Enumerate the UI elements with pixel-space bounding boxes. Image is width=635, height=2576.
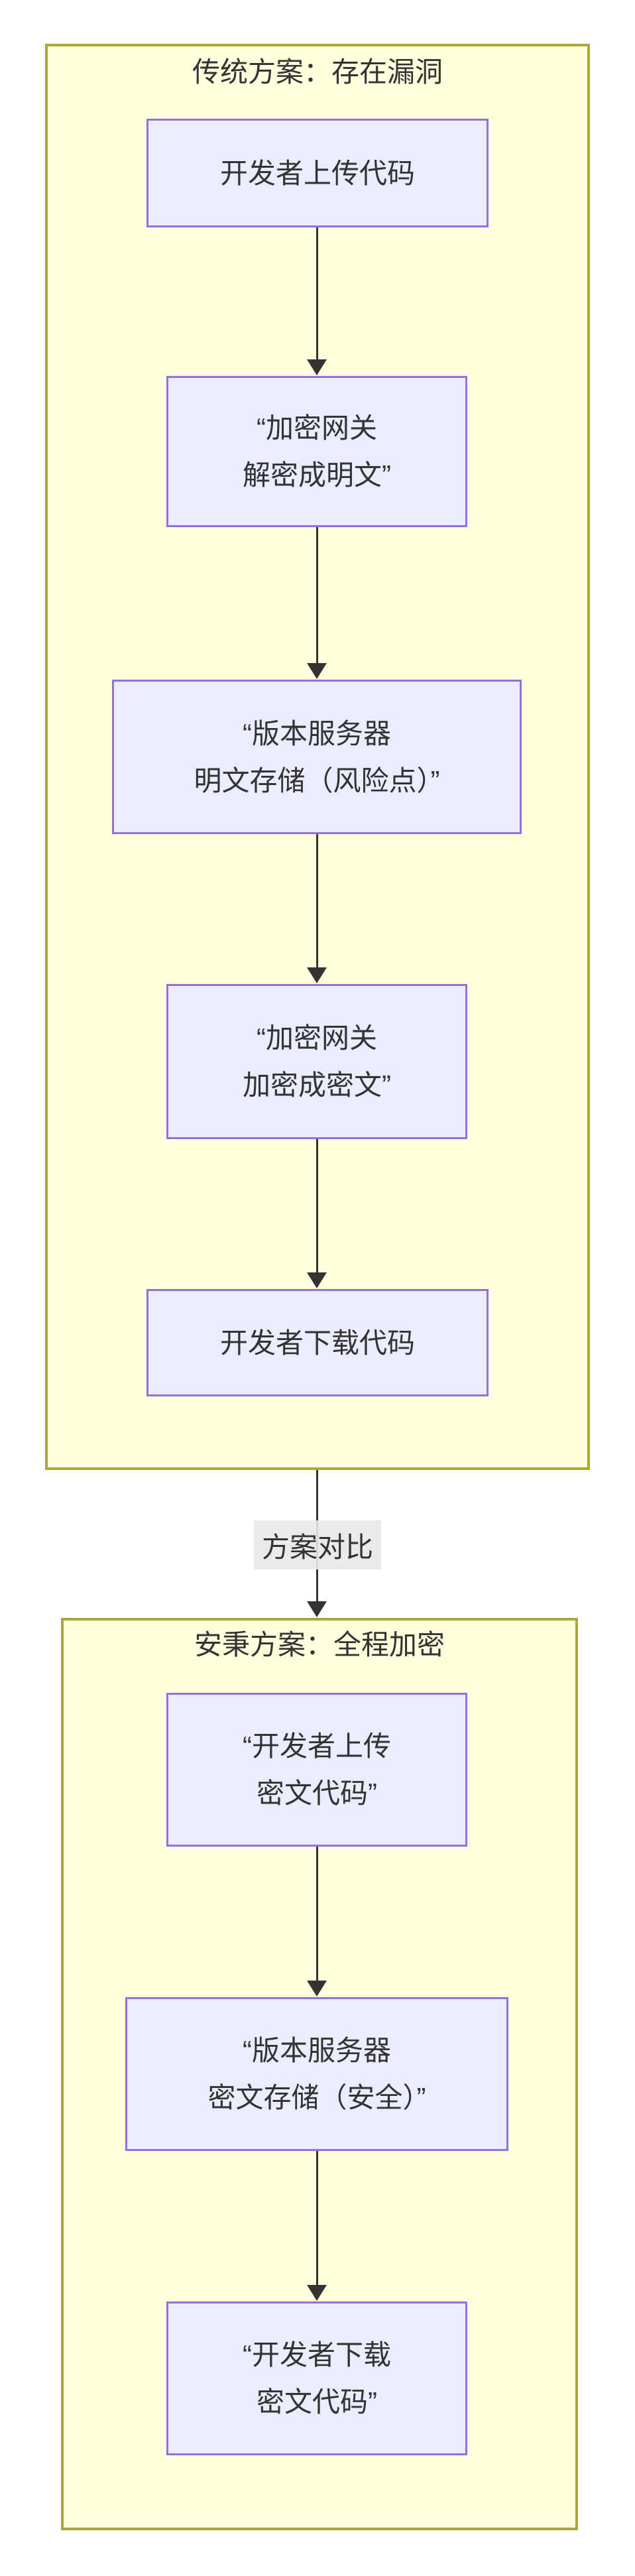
node-label-line2: 密文存储（安全）” bbox=[207, 2082, 426, 2113]
node-label-line1: “开发者下载 bbox=[243, 2339, 391, 2370]
node-developer-upload-cipher-code: “开发者上传 密文代码” bbox=[166, 1693, 467, 1847]
edge-encrypt-to-download bbox=[316, 1139, 318, 1275]
node-label-line1: “开发者上传 bbox=[243, 1731, 391, 1762]
node-label-line2: 解密成明文” bbox=[243, 460, 391, 491]
node-developer-download-cipher-code: “开发者下载 密文代码” bbox=[166, 2301, 467, 2455]
node-developer-upload-code: 开发者上传代码 bbox=[146, 119, 489, 227]
node-gateway-decrypt-plaintext: “加密网关 解密成明文” bbox=[166, 376, 467, 527]
arrowhead-down-icon bbox=[307, 1272, 327, 1288]
node-label-line1: “加密网关 bbox=[257, 412, 377, 444]
edge-cipher-storage-to-cipher-download bbox=[316, 2151, 318, 2288]
node-label-line2: 加密成密文” bbox=[243, 1070, 391, 1101]
edge-label-comparison: 方案对比 bbox=[254, 1520, 381, 1569]
node-label-line1: “版本服务器 bbox=[243, 2035, 391, 2066]
edge-cipher-upload-to-cipher-storage bbox=[316, 1847, 318, 1983]
node-label-line1: “加密网关 bbox=[257, 1022, 377, 1054]
arrowhead-down-icon bbox=[307, 1981, 327, 1996]
arrowhead-down-icon bbox=[307, 2285, 327, 2301]
arrowhead-down-icon bbox=[307, 1601, 327, 1617]
edge-decrypt-to-plaintext-storage bbox=[316, 527, 318, 666]
node-gateway-encrypt-ciphertext: “加密网关 加密成密文” bbox=[166, 984, 467, 1139]
node-label-line2: 明文存储（风险点）” bbox=[194, 765, 440, 796]
node-label-line1: “版本服务器 bbox=[243, 717, 391, 749]
cluster-traditional-title: 传统方案：存在漏洞 bbox=[192, 56, 443, 88]
node-label-line2: 密文代码” bbox=[257, 2386, 377, 2418]
node-server-plaintext-storage: “版本服务器 明文存储（风险点）” bbox=[112, 680, 522, 834]
node-developer-download-code: 开发者下载代码 bbox=[146, 1289, 489, 1396]
node-label: 开发者下载代码 bbox=[219, 1327, 415, 1359]
cluster-anbing-title: 安秉方案：全程加密 bbox=[194, 1629, 445, 1660]
edge-upload-to-decrypt bbox=[316, 227, 318, 362]
node-label: 开发者上传代码 bbox=[219, 157, 415, 189]
arrowhead-down-icon bbox=[307, 359, 327, 375]
node-label-line2: 密文代码” bbox=[257, 1778, 377, 1809]
edge-plaintext-storage-to-encrypt bbox=[316, 834, 318, 970]
node-server-cipher-storage: “版本服务器 密文存储（安全）” bbox=[125, 1997, 508, 2151]
arrowhead-down-icon bbox=[307, 663, 327, 679]
arrowhead-down-icon bbox=[307, 967, 327, 983]
